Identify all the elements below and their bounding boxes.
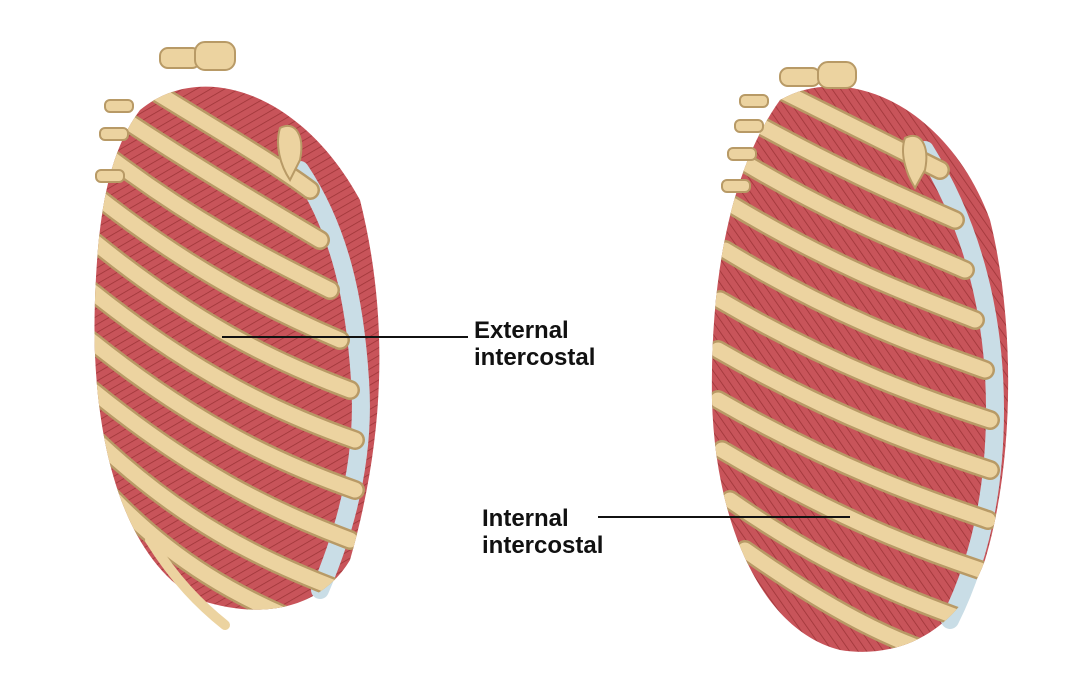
internal-label-line2: intercostal bbox=[482, 532, 604, 559]
left-manubrium bbox=[277, 125, 303, 182]
right-vertebrae bbox=[721, 61, 857, 193]
internal-label-line1: Internal bbox=[482, 505, 569, 532]
left-floating-rib bbox=[145, 535, 230, 630]
left-costal-cartilage bbox=[291, 161, 370, 599]
external-label-line2: intercostal bbox=[474, 344, 596, 371]
external-label-line1: External bbox=[474, 317, 569, 344]
left-vertebrae bbox=[95, 41, 236, 183]
internal-intercostal-label: Internal intercostal bbox=[482, 505, 603, 559]
right-manubrium bbox=[902, 135, 928, 190]
right-ribs bbox=[711, 86, 1000, 652]
external-intercostal-label: External intercostal bbox=[474, 317, 595, 371]
right-ribcage bbox=[711, 61, 1009, 652]
